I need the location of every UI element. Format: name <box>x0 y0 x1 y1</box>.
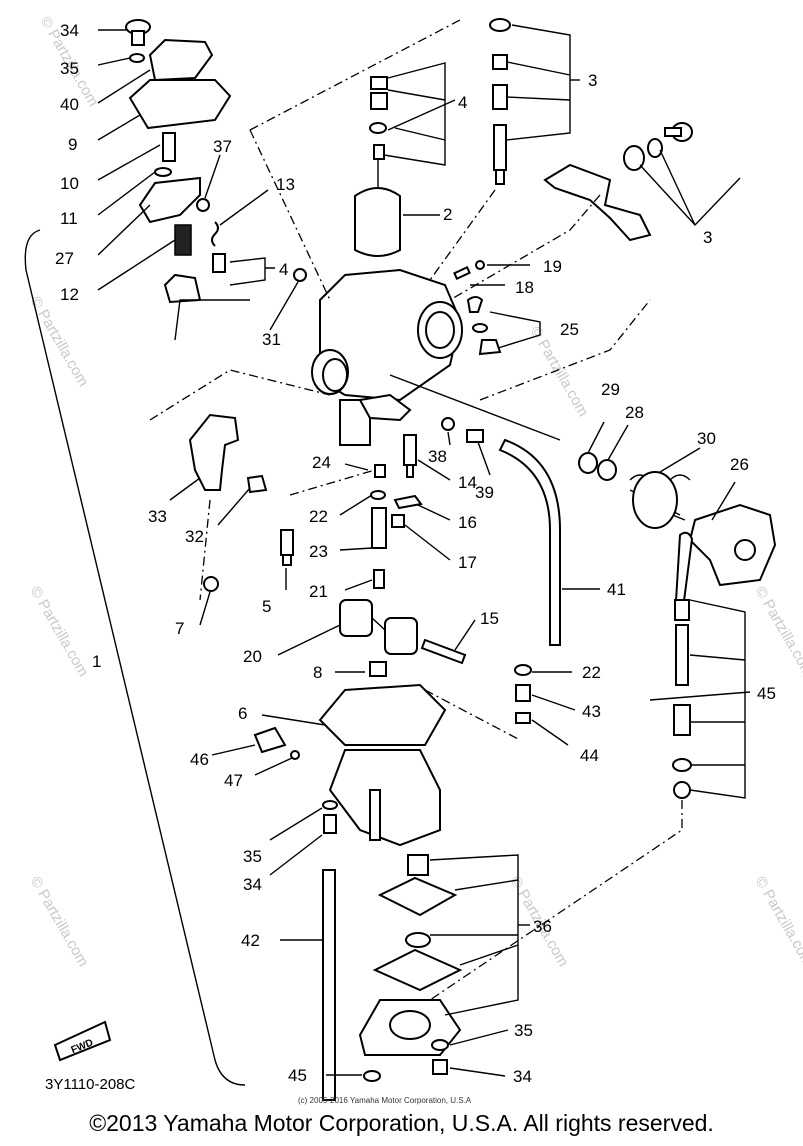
top-right-parts <box>543 122 693 242</box>
throttle-valve-parts <box>354 18 511 257</box>
callout-label: 43 <box>582 702 601 721</box>
footer-copyright: ©2013 Yamaha Motor Corporation, U.S.A. A… <box>89 1110 714 1136</box>
callout-label: 37 <box>213 137 232 156</box>
callout-label: 35 <box>60 59 79 78</box>
leader-lines <box>97 19 751 1077</box>
callout-label: 6 <box>238 704 247 723</box>
watermark-text: © Partzilla.com <box>27 584 92 680</box>
carburetor-body <box>293 260 561 478</box>
callout-label: 1 <box>92 652 101 671</box>
callout-label: 9 <box>68 135 77 154</box>
callout-label: 4 <box>458 93 467 112</box>
callout-label: 24 <box>312 453 331 472</box>
left-bracket-parts <box>188 413 268 494</box>
callout-label: 29 <box>601 380 620 399</box>
callout-label: 28 <box>625 403 644 422</box>
float-parts <box>339 599 467 677</box>
callout-label: 38 <box>428 447 447 466</box>
callout-label: 34 <box>60 21 79 40</box>
callout-label: 31 <box>262 330 281 349</box>
callout-label: 14 <box>458 473 477 492</box>
callout-label: 46 <box>190 750 209 769</box>
callout-label: 23 <box>309 542 328 561</box>
callout-label: 4 <box>279 260 288 279</box>
callout-label: 25 <box>560 320 579 339</box>
callout-label: 44 <box>580 746 599 765</box>
callout-label: 2 <box>443 205 452 224</box>
callout-label: 7 <box>175 619 184 638</box>
callout-label: 30 <box>697 429 716 448</box>
callout-label: 41 <box>607 580 626 599</box>
callout-label: 45 <box>288 1066 307 1085</box>
callout-label: 32 <box>185 527 204 546</box>
callout-label: 27 <box>55 249 74 268</box>
accelerator-pump-parts <box>358 599 692 1082</box>
callout-label: 42 <box>241 931 260 950</box>
hoses <box>322 438 561 1101</box>
callout-label: 15 <box>480 609 499 628</box>
callout-label: 3 <box>703 228 712 247</box>
callout-label: 34 <box>243 875 262 894</box>
callout-label: 26 <box>730 455 749 474</box>
callout-label: 34 <box>513 1067 532 1086</box>
float-bowl <box>253 683 447 847</box>
callout-label: 12 <box>60 285 79 304</box>
callout-label: 45 <box>757 684 776 703</box>
callout-label: 22 <box>309 507 328 526</box>
callout-label: 21 <box>309 582 328 601</box>
callout-label: 16 <box>458 513 477 532</box>
callout-label: 8 <box>313 663 322 682</box>
callout-label: 40 <box>60 95 79 114</box>
fwd-indicator: FWD <box>53 1020 112 1062</box>
callout-label: 47 <box>224 771 243 790</box>
callout-label: 18 <box>515 278 534 297</box>
callout-label: 22 <box>582 663 601 682</box>
callout-label: 17 <box>458 553 477 572</box>
callout-numbers: 34 35 40 9 10 11 27 12 37 13 4 31 1 3 4 … <box>55 21 776 1086</box>
top-cover-parts <box>125 19 232 304</box>
callout-label: 3 <box>588 71 597 90</box>
callout-label: 10 <box>60 174 79 193</box>
throttle-shaft-parts <box>578 452 777 602</box>
watermark-text: © Partzilla.com <box>752 874 803 970</box>
watermark-text: © Partzilla.com <box>27 294 92 390</box>
callout-label: 5 <box>262 597 271 616</box>
callout-label: 39 <box>475 483 494 502</box>
assembly-bracket <box>24 229 246 1086</box>
callout-label: 33 <box>148 507 167 526</box>
callout-label: 19 <box>543 257 562 276</box>
watermark-text: © Partzilla.com <box>752 584 803 680</box>
callout-label: 20 <box>243 647 262 666</box>
small-copyright: (c) 2005-2016 Yamaha Motor Corporation, … <box>298 1096 472 1105</box>
callout-label: 36 <box>533 917 552 936</box>
callout-label: 13 <box>276 175 295 194</box>
watermark-text: © Partzilla.com <box>27 874 92 970</box>
callout-label: 35 <box>514 1021 533 1040</box>
callout-label: 35 <box>243 847 262 866</box>
diagram-code: 3Y1110-208C <box>45 1076 136 1093</box>
jet-parts <box>203 417 484 592</box>
callout-label: 11 <box>60 209 78 228</box>
